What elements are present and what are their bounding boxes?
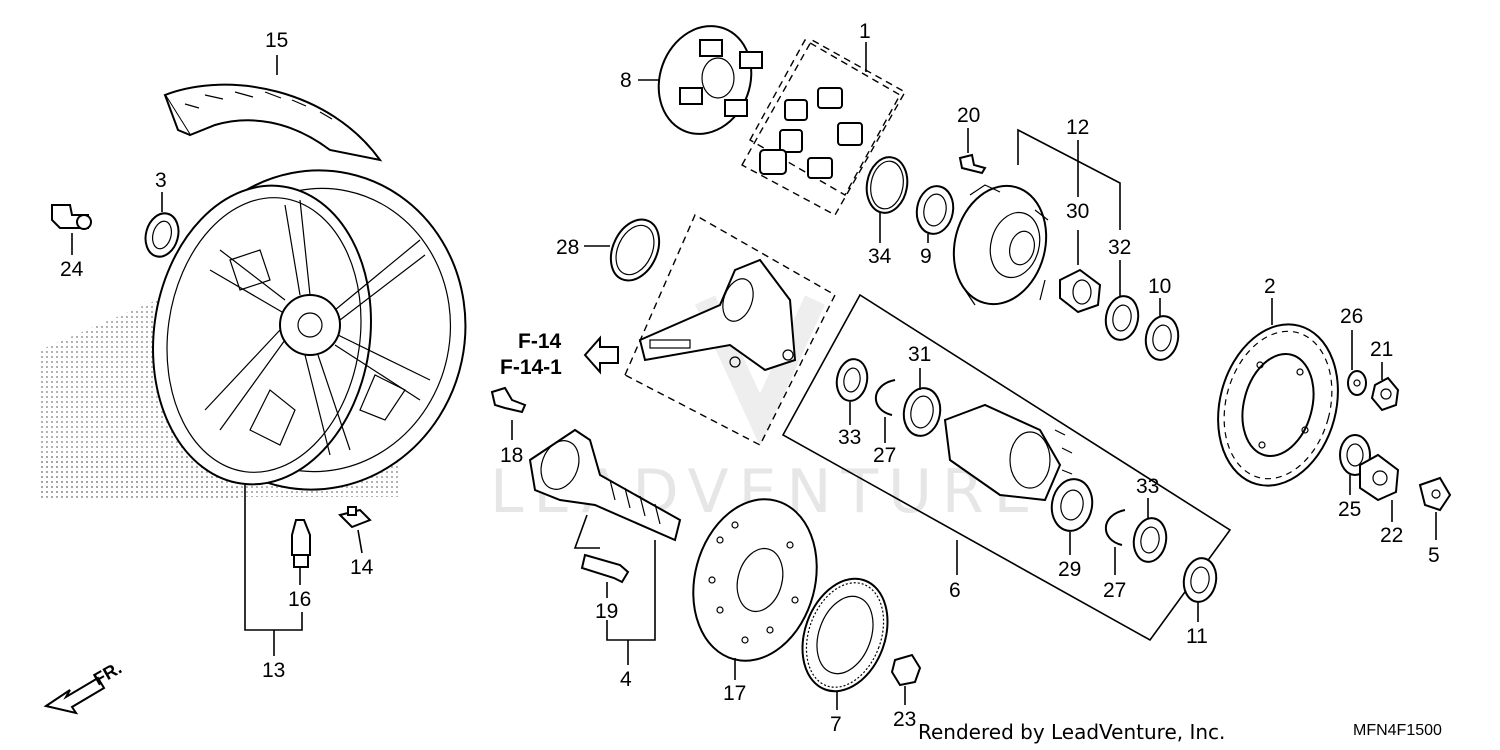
callout-19: 19: [595, 600, 618, 623]
callout-32: 32: [1108, 236, 1131, 259]
clip-14: [338, 506, 372, 529]
callout-4: 4: [620, 668, 632, 691]
callout-5: 5: [1428, 544, 1440, 567]
rear-wheel-hub-12: [952, 184, 1049, 306]
callout-33-left: 33: [838, 426, 861, 449]
nut-22: [1359, 453, 1400, 502]
callout-8: 8: [620, 69, 632, 92]
seal-33-left: [835, 358, 869, 402]
driven-flange-8: [657, 25, 763, 135]
dust-seal-11: [1182, 557, 1218, 603]
snap-ring-28: [609, 218, 661, 282]
callout-30: 30: [1066, 200, 1089, 223]
callout-16: 16: [288, 588, 311, 611]
o-ring-34: [865, 156, 909, 214]
reference-arrow: [583, 335, 619, 375]
washer-26: [1347, 370, 1367, 396]
callout-23: 23: [893, 708, 916, 731]
valve-stem-16: [291, 519, 311, 568]
reference-label-f14-1[interactable]: F-14-1: [500, 356, 562, 379]
callout-14: 14: [350, 556, 374, 579]
callout-21: 21: [1370, 338, 1393, 361]
circlip-27-right: [1104, 509, 1126, 546]
bearing-31: [902, 387, 942, 437]
brake-disc-17: [692, 498, 818, 662]
driven-sprocket-2: [1217, 323, 1339, 487]
final-driven-flange-4: [528, 428, 682, 542]
seal-32: [1104, 295, 1140, 341]
caliper-bracket: [638, 258, 797, 372]
callout-25: 25: [1338, 498, 1361, 521]
callout-22: 22: [1380, 524, 1403, 547]
circlip-27-left: [874, 379, 896, 416]
callout-28: 28: [556, 236, 579, 259]
bolt-20: [958, 153, 987, 175]
callout-13: 13: [262, 659, 285, 682]
callout-33-right: 33: [1136, 475, 1159, 498]
bearing-30: [1059, 268, 1102, 314]
nut-21: [1370, 376, 1400, 412]
callout-29: 29: [1058, 558, 1081, 581]
callout-34: 34: [868, 245, 892, 268]
seal-33-right: [1132, 517, 1168, 563]
callout-10: 10: [1148, 275, 1171, 298]
stud-5: [1418, 476, 1452, 512]
render-credit: Rendered by LeadVenture, Inc.: [918, 720, 1226, 744]
callout-17: 17: [723, 682, 746, 705]
callout-24: 24: [60, 258, 84, 281]
diagram-code: MFN4F1500: [1353, 722, 1442, 739]
rear-tire-15: [163, 83, 383, 162]
stud-bolt-19: [580, 553, 630, 584]
axle-sleeve-6: [943, 403, 1073, 502]
damper-rubbers-1: [759, 87, 863, 179]
callout-26: 26: [1340, 305, 1363, 328]
callout-9: 9: [920, 245, 932, 268]
callout-31: 31: [908, 343, 931, 366]
callout-3: 3: [155, 169, 167, 192]
pulser-ring-7: [801, 577, 889, 693]
callout-2: 2: [1264, 275, 1276, 298]
bearing-29: [1050, 478, 1094, 532]
dust-seal-10: [1144, 315, 1180, 361]
callout-20: 20: [957, 104, 980, 127]
callout-12: 12: [1066, 116, 1089, 139]
rear-wheel-rim: [152, 169, 467, 491]
bolt-18: [490, 386, 527, 414]
reference-label-f14[interactable]: F-14: [518, 330, 562, 353]
callout-18: 18: [500, 444, 523, 467]
callout-27-right: 27: [1103, 579, 1126, 602]
valve-cap-24: [51, 204, 92, 230]
callout-labels: 1 2 3 4 5 6 7 8 9 10 11 12 13 14 15 16 1…: [60, 20, 1440, 736]
callout-1: 1: [859, 20, 871, 43]
callout-6: 6: [949, 579, 961, 602]
callout-15: 15: [265, 29, 288, 52]
front-direction-arrow: FR.: [43, 658, 125, 715]
oil-seal-3: [144, 212, 180, 258]
nut-23: [890, 653, 922, 687]
callout-27-left: 27: [873, 444, 896, 467]
callout-7: 7: [830, 713, 842, 736]
bearing-9: [915, 185, 955, 235]
callout-11: 11: [1186, 625, 1208, 648]
